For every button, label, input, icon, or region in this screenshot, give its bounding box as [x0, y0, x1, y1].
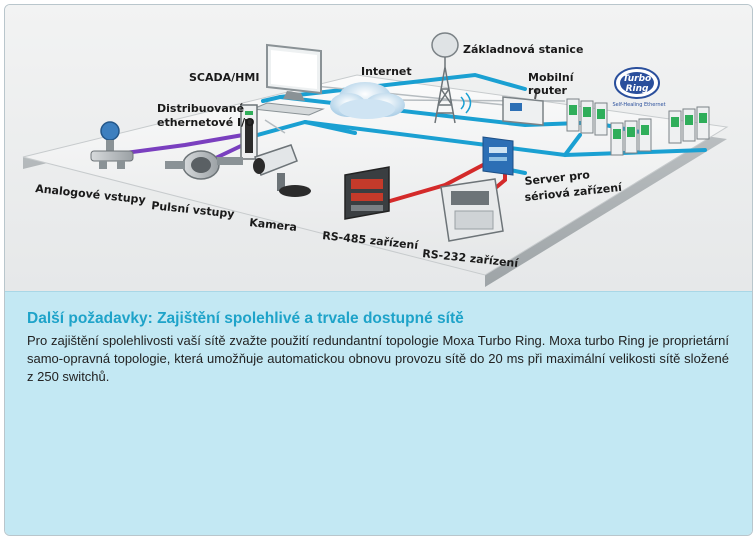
- logo-tagline: Self-Healing Ethernet: [612, 102, 665, 108]
- content-frame: Turbo Ring Self-Healing Ethernet: [4, 4, 753, 536]
- scada-monitor: [251, 43, 325, 116]
- label-camera: Kamera: [249, 216, 298, 234]
- label-internet: Internet: [361, 65, 412, 78]
- logo-line1: Turbo: [623, 74, 651, 84]
- switch-rack-lower: [610, 118, 652, 156]
- label-distributed-io-line1: Distribuované: [157, 102, 244, 115]
- pulse-flow-meter: [165, 150, 243, 180]
- switch-racks: [566, 98, 710, 156]
- label-scada: SCADA/HMI: [189, 71, 259, 84]
- base-station-tower: [431, 32, 472, 124]
- switch-rack-right: [668, 106, 710, 144]
- label-base-station: Základnová stanice: [463, 43, 583, 56]
- turbo-ring-logo: [614, 67, 660, 99]
- info-body: Pro zajištění spolehlivosti vaší sítě zv…: [27, 333, 729, 384]
- rs485-device: [344, 166, 390, 220]
- label-mobile-router-line2: router: [528, 84, 568, 97]
- label-distributed-io-line2: ethernetové I/O: [157, 116, 254, 129]
- camera: [253, 144, 311, 197]
- network-diagram: Turbo Ring Self-Healing Ethernet: [5, 5, 752, 291]
- info-title: Další požadavky: Zajištění spolehlivé a …: [27, 310, 464, 327]
- label-analog-inputs: Analogové vstupy: [35, 182, 147, 207]
- label-mobile-router-line1: Mobilní: [528, 71, 575, 84]
- info-panel: Další požadavky: Zajištění spolehlivé a …: [5, 291, 752, 535]
- rs232-device: [440, 178, 504, 242]
- distributed-io-module: [240, 104, 258, 160]
- switch-rack-upper: [566, 98, 608, 136]
- serial-device-server: [482, 136, 514, 176]
- analog-transmitter: [90, 121, 134, 169]
- internet-cloud: [330, 82, 405, 119]
- logo-line2: Ring: [626, 84, 649, 94]
- network-diagram-svg: Turbo Ring Self-Healing Ethernet: [22, 32, 729, 287]
- mobile-router: [502, 88, 544, 126]
